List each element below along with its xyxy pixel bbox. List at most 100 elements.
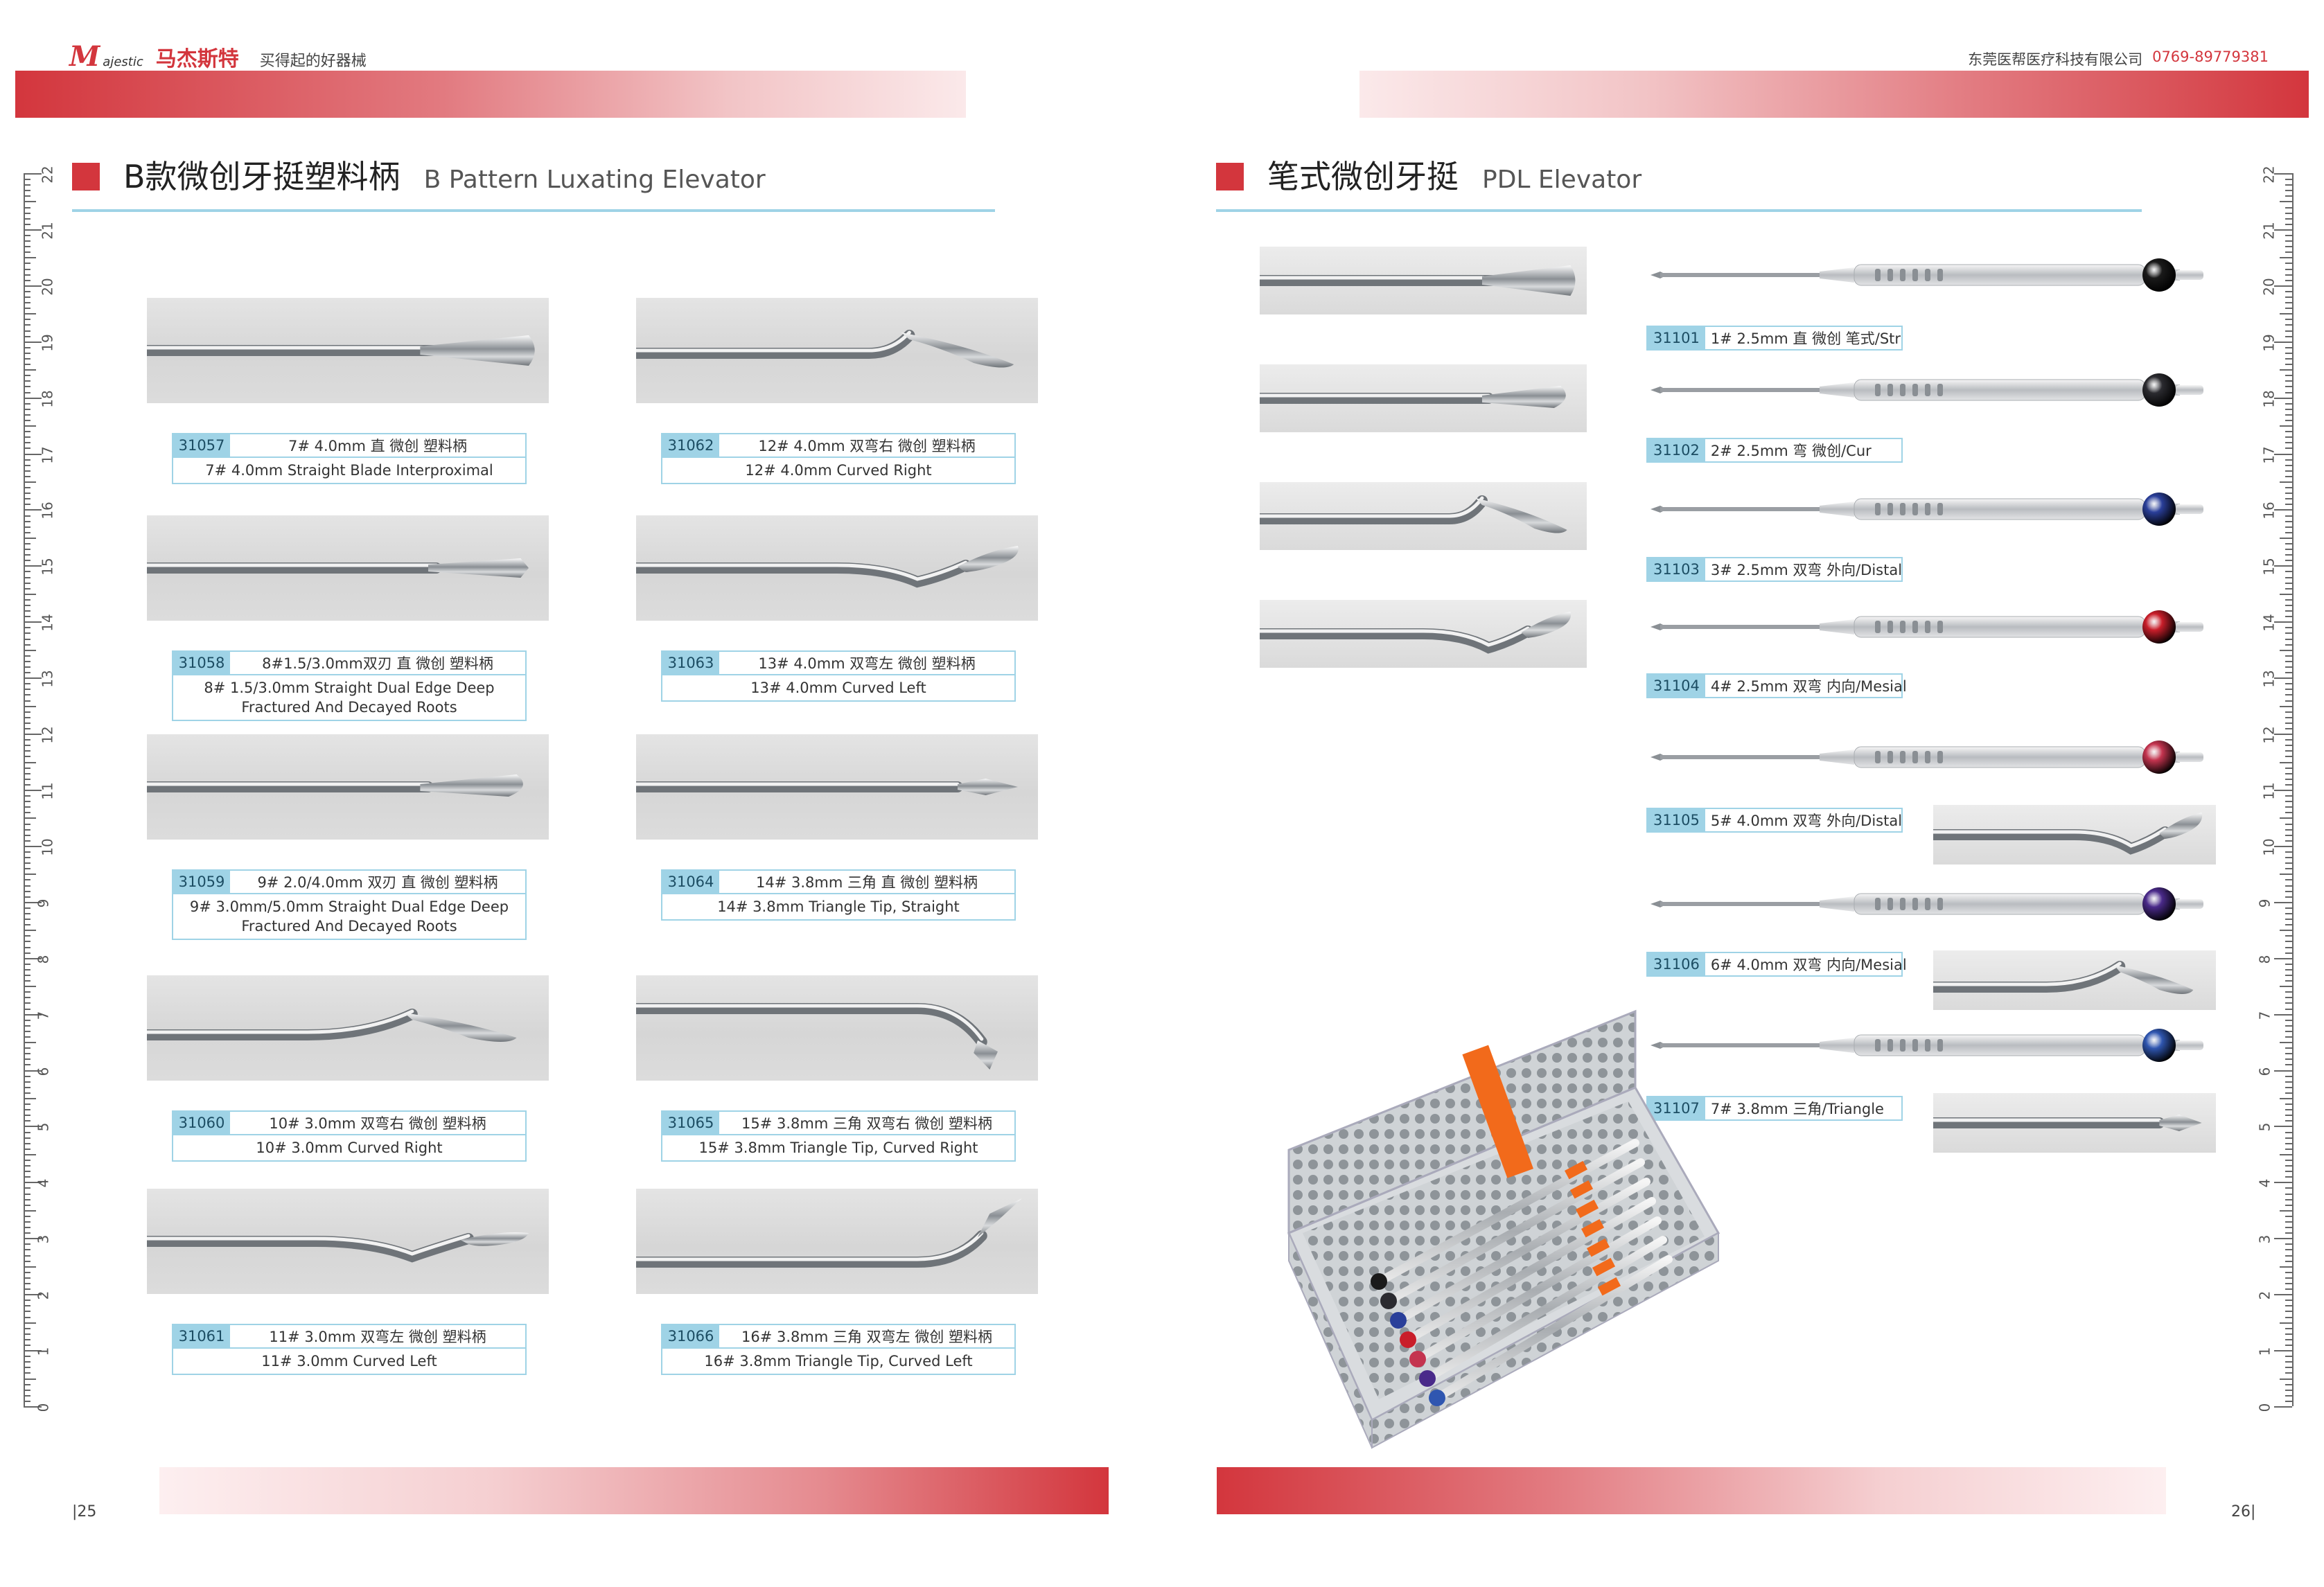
ruler-tick (24, 739, 30, 741)
ruler-label: 4 (2256, 1178, 2273, 1188)
ruler-tick (2285, 1019, 2292, 1021)
ruler-tick (2274, 1238, 2292, 1240)
ruler-tick (2274, 677, 2292, 680)
pen-elevator-image (1646, 880, 2221, 928)
ruler-tick (2285, 655, 2292, 657)
ruler-tick (2285, 218, 2292, 220)
ruler-tick (2285, 1260, 2292, 1262)
ruler-tick (2285, 1086, 2292, 1088)
ruler-tick (2285, 195, 2292, 197)
ruler-tick (24, 257, 36, 259)
ruler-tick (2285, 638, 2292, 640)
ruler-tick (24, 1126, 42, 1128)
ruler-tick (2274, 1070, 2292, 1072)
ruler-tick (24, 616, 30, 618)
product-code: 31103 (1648, 558, 1705, 580)
ruler-tick (2285, 1165, 2292, 1167)
ruler-tick (2285, 358, 2292, 360)
ruler-tick (24, 907, 30, 909)
ruler-tick (24, 1266, 36, 1268)
ruler-tick (24, 576, 30, 578)
ruler-tick (2285, 414, 2292, 416)
ruler-tick (24, 549, 30, 551)
ruler-tick (2285, 963, 2292, 965)
ruler-label: 5 (35, 1123, 52, 1132)
ruler-tick (2285, 335, 2292, 337)
ruler-tick (24, 179, 30, 181)
ruler-tick (24, 543, 30, 544)
ruler-tick (24, 1002, 30, 1004)
ruler-tick (2285, 941, 2292, 943)
product-label: 31057 7# 4.0mm 直 微创 塑料柄 7# 4.0mm Straigh… (172, 433, 527, 484)
ruler-tick (2285, 1254, 2292, 1257)
ruler-tick (2274, 957, 2292, 959)
ruler-tick (2285, 179, 2292, 181)
ruler-tick (2280, 1209, 2292, 1212)
tip-closeup-photo (1260, 247, 1587, 314)
ruler-tick (2285, 549, 2292, 551)
ruler-tick (24, 442, 30, 444)
product-name-en: 7# 4.0mm Straight Blade Interproximal (205, 462, 493, 479)
ruler-tick (24, 520, 30, 522)
ruler-tick (2280, 1378, 2292, 1380)
ruler-tick (24, 268, 30, 270)
ruler-tick (24, 1053, 30, 1055)
ruler-label: 7 (35, 1011, 52, 1020)
ruler-tick (2274, 453, 2292, 455)
ruler-tick (24, 874, 36, 876)
ruler-tick (24, 1171, 30, 1173)
ruler-tick (2285, 716, 2292, 718)
product-label-header: 31066 16# 3.8mm 三角 双弯左 微创 塑料柄 (662, 1325, 1014, 1349)
ruler-tick (2285, 885, 2292, 887)
pen-elevator-image (1646, 366, 2221, 414)
ruler-tick (2285, 402, 2292, 405)
ruler-tick (24, 885, 30, 887)
ruler-tick (2285, 240, 2292, 242)
ruler-tick (24, 1193, 30, 1195)
ruler-tick (24, 610, 30, 612)
ruler-tick (24, 1254, 30, 1257)
ruler-tick (2285, 1008, 2292, 1010)
ruler-tick (2285, 436, 2292, 438)
ruler-label: 14 (2260, 614, 2278, 632)
ruler-tick (24, 593, 36, 595)
ruler-tick (24, 335, 30, 337)
ruler-tick (2274, 1350, 2292, 1352)
ruler-tick (24, 1103, 30, 1106)
ruler-tick (2285, 1187, 2292, 1189)
ruler-tick (2280, 593, 2292, 595)
ruler-label: 2 (2256, 1291, 2273, 1300)
ruler-tick (24, 761, 36, 763)
ruler-tick (24, 470, 30, 472)
ruler-tick (2285, 632, 2292, 635)
ruler-tick (24, 1277, 30, 1279)
ruler-tick (24, 459, 30, 461)
ruler-tick (24, 1198, 30, 1200)
ruler-label: 1 (2256, 1347, 2273, 1356)
ruler-tick (2285, 694, 2292, 696)
ruler-tick (2274, 565, 2292, 567)
ruler-tick (24, 184, 30, 186)
ruler-tick (24, 571, 30, 573)
ruler-tick (24, 851, 30, 853)
ruler-label: 15 (39, 558, 56, 576)
ruler-tick (24, 1115, 30, 1117)
ruler-tick (2280, 930, 2292, 932)
ruler-tick (24, 1098, 36, 1099)
product-name-en: 14# 3.8mm Triangle Tip, Straight (717, 898, 960, 915)
product-code: 31059 (173, 871, 230, 893)
ruler-tick (24, 1294, 42, 1296)
ruler-tick (24, 1182, 42, 1184)
ruler-tick (24, 1227, 30, 1229)
ruler-tick (24, 801, 30, 803)
ruler-tick (24, 279, 30, 281)
product-code: 31058 (173, 652, 230, 674)
page-number-right: 26| (2231, 1503, 2256, 1520)
product-label: 31059 9# 2.0/4.0mm 双刃 直 微创 塑料柄 9# 3.0mm/… (172, 869, 527, 940)
ruler-tick (2285, 1288, 2292, 1291)
ruler-tick (24, 1109, 30, 1111)
ruler-tick (2285, 375, 2292, 377)
ruler-tick (2285, 868, 2292, 870)
ruler-tick (2285, 672, 2292, 674)
product-label-header: 31061 11# 3.0mm 双弯左 微创 塑料柄 (173, 1325, 525, 1349)
